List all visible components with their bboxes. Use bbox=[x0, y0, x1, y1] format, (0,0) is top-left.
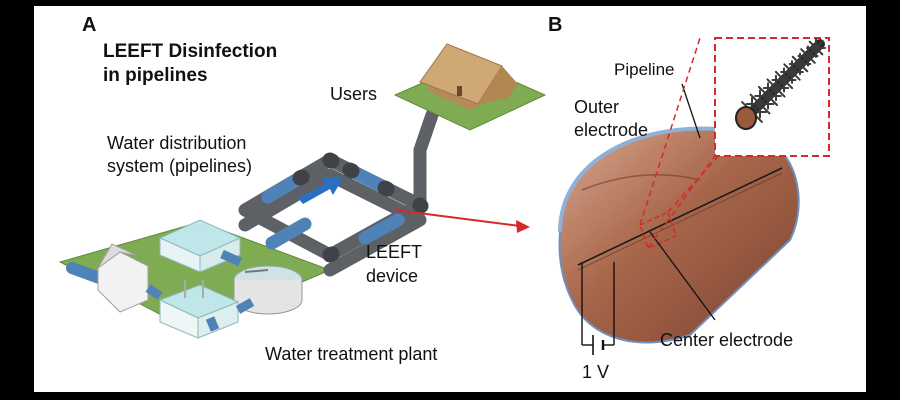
nanowire-bristle bbox=[749, 93, 761, 105]
nanowire-bristle bbox=[800, 55, 809, 64]
center-electrode-label: Center electrode bbox=[660, 330, 794, 350]
nanowire-brush-icon bbox=[735, 38, 826, 130]
panel-a-title-line2: in pipelines bbox=[103, 65, 208, 86]
distribution-label-line1: Water distribution bbox=[107, 133, 247, 153]
nanowire-bristle bbox=[774, 79, 785, 90]
nanowire-bristle bbox=[759, 103, 771, 115]
nanowire-bristle bbox=[783, 63, 793, 73]
users-label: Users bbox=[330, 84, 378, 104]
nanowire-bristle bbox=[807, 55, 816, 64]
nanowire-bristle bbox=[800, 48, 809, 57]
panel-a-title-line1: LEEFT Disinfection bbox=[103, 41, 278, 62]
nanowire-bristle bbox=[815, 40, 824, 49]
panel-b-letter: B bbox=[548, 14, 563, 36]
leeft-device-label-line1: LEEFT bbox=[366, 242, 423, 262]
nanowire-bristle bbox=[791, 55, 801, 65]
nanowire-bristle bbox=[766, 78, 777, 89]
treatment-plant-icon bbox=[66, 219, 303, 339]
pipeline-label: Pipeline bbox=[614, 60, 675, 79]
pipe-electrode-icon bbox=[558, 126, 800, 344]
nanowire-bristle bbox=[757, 95, 769, 107]
nanowire-bristle bbox=[808, 47, 817, 56]
outer-electrode-label-line1: Outer bbox=[574, 97, 620, 117]
pipeline-network-icon bbox=[238, 93, 447, 277]
nanowire-bristle bbox=[815, 47, 824, 56]
nanowire-bristle bbox=[775, 87, 786, 98]
outer-electrode-label-line2: electrode bbox=[574, 120, 649, 140]
nanowire-bristle bbox=[757, 85, 769, 97]
nanowire-bristle bbox=[767, 95, 779, 107]
nanowire-bristle bbox=[783, 71, 793, 81]
house-icon bbox=[393, 43, 547, 131]
voltage-label: 1 V bbox=[582, 362, 610, 382]
nanowire-bristle bbox=[766, 87, 777, 98]
leeft-device-label-line2: device bbox=[366, 266, 419, 286]
callout-arrow-icon bbox=[394, 209, 530, 233]
nanowire-bristle bbox=[799, 63, 809, 73]
nanowire-bristle bbox=[808, 40, 817, 49]
distribution-label-line2: system (pipelines) bbox=[107, 156, 253, 176]
nanowire-bristle bbox=[783, 79, 794, 90]
flow-arrow-icon bbox=[298, 177, 343, 204]
water-treatment-plant-label: Water treatment plant bbox=[265, 344, 438, 364]
nanowire-bristle bbox=[774, 70, 785, 81]
panel-a-letter: A bbox=[82, 14, 97, 36]
nanowire-bristle bbox=[791, 71, 801, 81]
voltage-source-icon bbox=[581, 262, 615, 355]
panel-b-leaders bbox=[649, 83, 716, 321]
nanowire-bristle bbox=[791, 63, 801, 73]
